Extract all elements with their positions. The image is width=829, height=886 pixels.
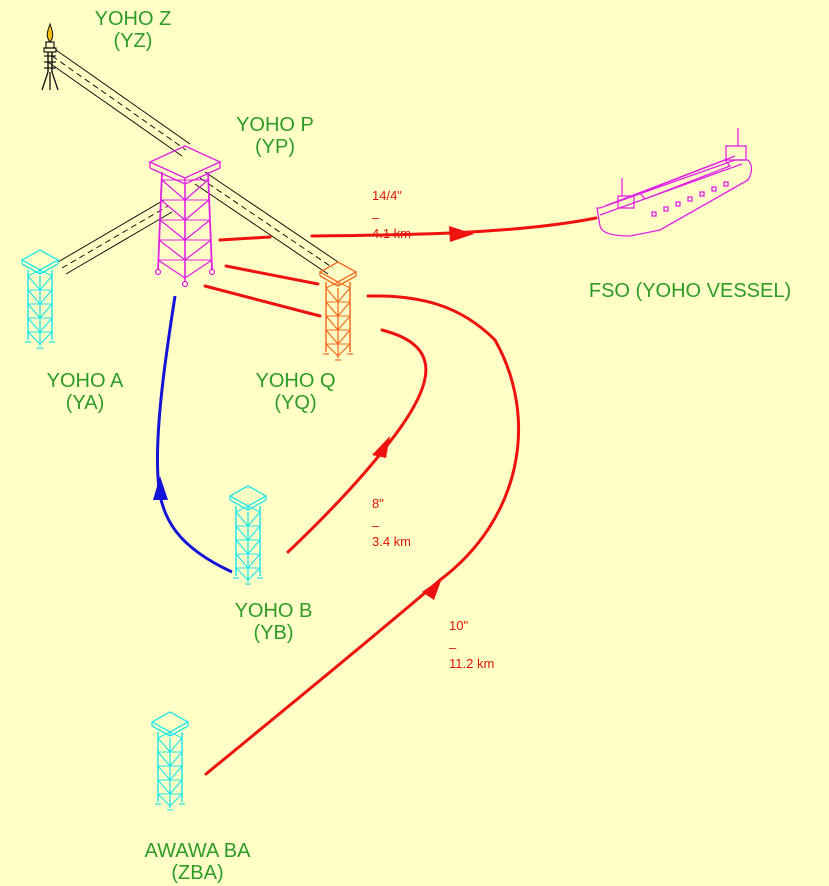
arrow-to-yp-icon <box>153 476 168 500</box>
pipeline-dash: – <box>372 518 380 533</box>
pipeline-dash: – <box>449 640 457 655</box>
pipeline-label-yb-yq: 8" – 3.4 km <box>372 496 411 550</box>
arrow-to-fso <box>449 226 474 242</box>
pipeline-length: 3.4 km <box>372 534 412 549</box>
pipeline-dash: – <box>372 210 380 225</box>
label-yp: YOHO P (YP) <box>225 114 325 158</box>
label-yp-code: (YP) <box>255 136 295 158</box>
pipeline-label-zba: 10" – 11.2 km <box>449 618 494 672</box>
pipeline-yp-yq-upper <box>224 264 320 286</box>
label-zba-name: AWAWA BA <box>144 840 251 862</box>
label-ya-code: (YA) <box>65 392 105 414</box>
label-yq-code: (YQ) <box>274 392 317 414</box>
pipeline-length: 4.1 km <box>372 226 412 241</box>
platform-yp-icon <box>149 145 221 288</box>
label-yz: YOHO Z (YZ) <box>88 8 178 52</box>
label-zba: AWAWA BA (ZBA) <box>110 840 285 884</box>
label-yz-code: (YZ) <box>113 30 153 52</box>
label-yb: YOHO B (YB) <box>216 600 331 644</box>
pipeline-label-yp-fso: 14/4" – 4.1 km <box>372 188 411 242</box>
ship-icon <box>596 128 753 237</box>
pipeline-size: 8" <box>372 496 384 511</box>
flare-stack-icon <box>41 22 59 91</box>
pipeline-size: 14/4" <box>372 188 402 203</box>
platform-yq-icon <box>319 261 357 361</box>
pipeline-yp-fso-segment-1 <box>218 235 272 242</box>
pipeline-yp-yq-lower <box>203 284 322 318</box>
label-yq-name: YOHO Q <box>255 370 336 392</box>
platform-yb-icon <box>229 485 267 585</box>
pipeline-zba-yq <box>204 294 521 776</box>
label-yq: YOHO Q (YQ) <box>238 370 353 414</box>
label-zba-code: (ZBA) <box>171 862 224 884</box>
platform-zba-icon <box>151 711 189 811</box>
pipeline-yb-yp <box>155 295 233 574</box>
label-ya: YOHO A (YA) <box>30 370 140 414</box>
arrow-from-zba-icon <box>422 578 442 600</box>
platform-ya-icon <box>21 249 59 349</box>
bridge-lines <box>47 49 339 275</box>
label-yb-code: (YB) <box>253 622 294 644</box>
label-fso: FSO (YOHO VESSEL) <box>555 280 825 302</box>
label-ya-name: YOHO A <box>46 370 124 392</box>
label-fso-name: FSO (YOHO VESSEL) <box>588 280 792 302</box>
label-yz-name: YOHO Z <box>94 8 172 30</box>
pipeline-length: 11.2 km <box>449 656 495 671</box>
label-yp-name: YOHO P <box>236 114 314 136</box>
arrow-to-yq-icon-2 <box>372 436 390 458</box>
pipeline-size: 10" <box>449 618 469 633</box>
label-yb-name: YOHO B <box>234 600 313 622</box>
